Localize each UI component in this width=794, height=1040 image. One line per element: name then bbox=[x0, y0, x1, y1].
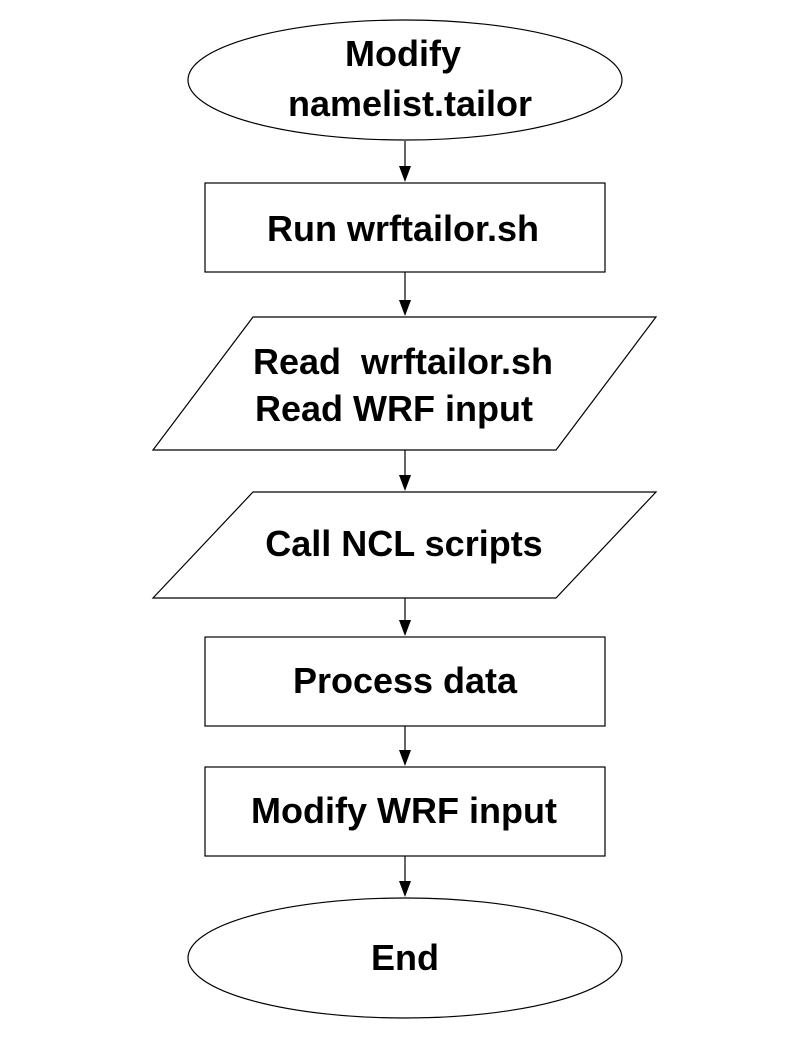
start-node-line-1: Modify bbox=[345, 33, 461, 74]
modify-input-node-label: Modify WRF input bbox=[251, 790, 557, 831]
call-ncl-node-label: Call NCL scripts bbox=[265, 523, 542, 564]
start-node-line-2: namelist.tailor bbox=[288, 83, 532, 124]
edge-start-to-run bbox=[399, 141, 411, 182]
arrowhead-icon bbox=[399, 166, 411, 182]
start-node: Modify namelist.tailor bbox=[187, 19, 623, 141]
edge-process-to-modify bbox=[399, 726, 411, 766]
edge-call-to-process bbox=[399, 598, 411, 636]
arrowhead-icon bbox=[399, 881, 411, 897]
end-node: End bbox=[187, 897, 623, 1019]
process-data-node: Process data bbox=[204, 636, 606, 727]
arrowhead-icon bbox=[399, 475, 411, 491]
read-inputs-node-line-2: Read WRF input bbox=[255, 388, 533, 429]
arrowhead-icon bbox=[399, 620, 411, 636]
edge-read-to-call bbox=[399, 450, 411, 491]
run-script-node: Run wrftailor.sh bbox=[204, 182, 606, 273]
call-ncl-node: Call NCL scripts bbox=[151, 491, 658, 599]
end-node-label: End bbox=[371, 937, 439, 978]
edge-modify-to-end bbox=[399, 856, 411, 897]
arrowhead-icon bbox=[399, 300, 411, 316]
read-inputs-node: Read wrftailor.sh Read WRF input bbox=[151, 316, 658, 451]
run-script-node-label: Run wrftailor.sh bbox=[267, 208, 539, 249]
modify-input-node: Modify WRF input bbox=[204, 766, 606, 857]
arrowhead-icon bbox=[399, 750, 411, 766]
read-inputs-node-line-1: Read wrftailor.sh bbox=[253, 341, 553, 382]
edge-run-to-read bbox=[399, 272, 411, 316]
process-data-node-label: Process data bbox=[293, 660, 518, 701]
